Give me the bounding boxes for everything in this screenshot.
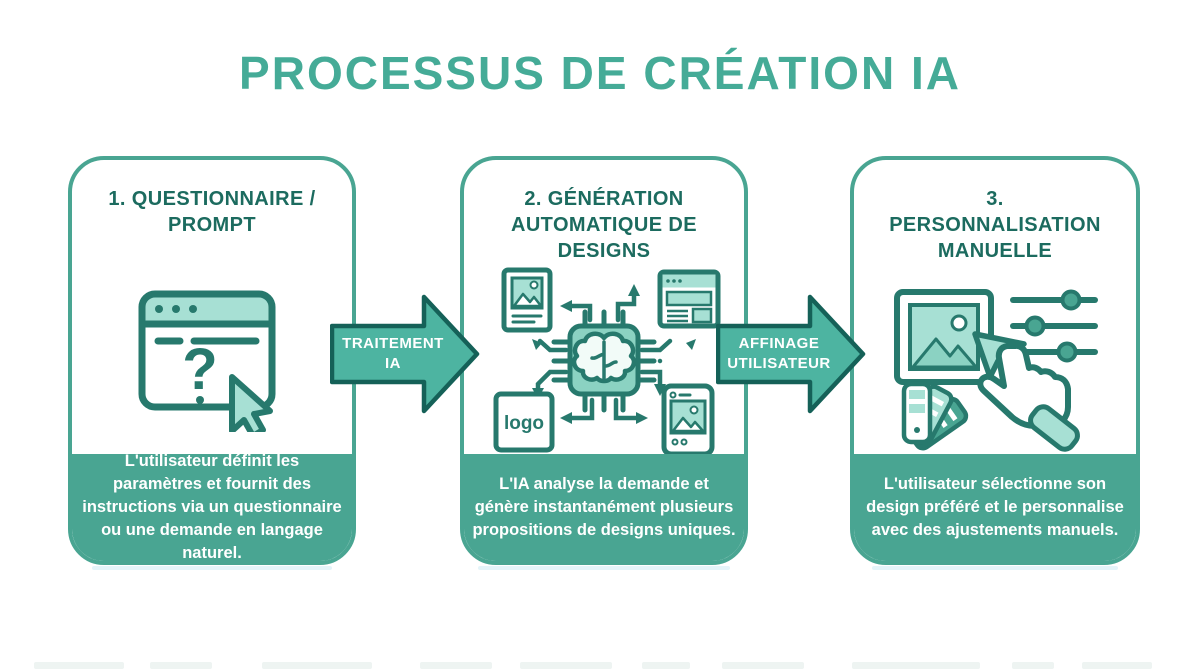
step-description-panel: L'utilisateur définit les paramètres et … bbox=[72, 452, 352, 561]
browser-question-icon: ? bbox=[138, 290, 276, 432]
ai-chip-brain-icon: logo bbox=[493, 267, 721, 457]
bottom-edge-artifact bbox=[0, 660, 1200, 669]
step-card-questionnaire: 1. QUESTIONNAIRE / PROMPT ? L'utilisateu… bbox=[68, 156, 356, 565]
right-arrow-icon bbox=[330, 294, 480, 414]
flow-arrow-affinage-utilisateur: AFFINAGE UTILISATEUR bbox=[716, 293, 866, 415]
card-edge-artifact bbox=[478, 566, 730, 570]
right-arrow-icon bbox=[716, 294, 866, 414]
step-card-generation: 2. GÉNÉRATION AUTOMATIQUE DE DESIGNS bbox=[460, 156, 748, 565]
hand-cursor-icon bbox=[972, 331, 1080, 452]
color-swatches-icon bbox=[901, 381, 969, 451]
web-design-thumb-icon bbox=[657, 269, 721, 329]
manual-customization-icon bbox=[894, 289, 1098, 452]
step-description: L'utilisateur définit les paramètres et … bbox=[82, 452, 342, 562]
mobile-design-thumb-icon bbox=[661, 383, 715, 457]
step-icon-area: logo bbox=[464, 262, 744, 468]
step-icon-area: ? bbox=[72, 282, 352, 432]
step-heading: 2. GÉNÉRATION AUTOMATIQUE DE DESIGNS bbox=[511, 188, 697, 262]
arrow-label: TRAITEMENT IA bbox=[342, 334, 444, 372]
step-description-panel: L'IA analyse la demande et génère instan… bbox=[464, 454, 744, 561]
logo-text: logo bbox=[504, 413, 544, 434]
connection-arrows-icon bbox=[535, 293, 673, 421]
card-edge-artifact bbox=[92, 566, 332, 570]
step-description-panel: L'utilisateur sélectionne son design pré… bbox=[854, 454, 1136, 561]
step-heading: 1. QUESTIONNAIRE / PROMPT bbox=[108, 188, 316, 236]
page-title: PROCESSUS DE CRÉATION IA bbox=[239, 47, 961, 99]
portrait-design-thumb-icon bbox=[501, 267, 553, 333]
question-mark-glyph: ? bbox=[182, 337, 217, 402]
arrow-label: AFFINAGE UTILISATEUR bbox=[727, 334, 831, 372]
step-card-personnalisation: 3. PERSONNALISATION MANUELLE bbox=[850, 156, 1140, 565]
flow-arrow-traitement-ia: TRAITEMENT IA bbox=[330, 293, 480, 415]
step-icon-area bbox=[854, 268, 1136, 460]
cursor-arrow-icon bbox=[229, 374, 273, 432]
card-edge-artifact bbox=[872, 566, 1118, 570]
step-description: L'IA analyse la demande et génère instan… bbox=[472, 475, 736, 539]
hand-cuff-icon bbox=[1028, 404, 1080, 452]
step-heading: 3. PERSONNALISATION MANUELLE bbox=[889, 188, 1101, 262]
logo-design-thumb-icon: logo bbox=[493, 391, 555, 453]
step-description: L'utilisateur sélectionne son design pré… bbox=[866, 475, 1124, 539]
